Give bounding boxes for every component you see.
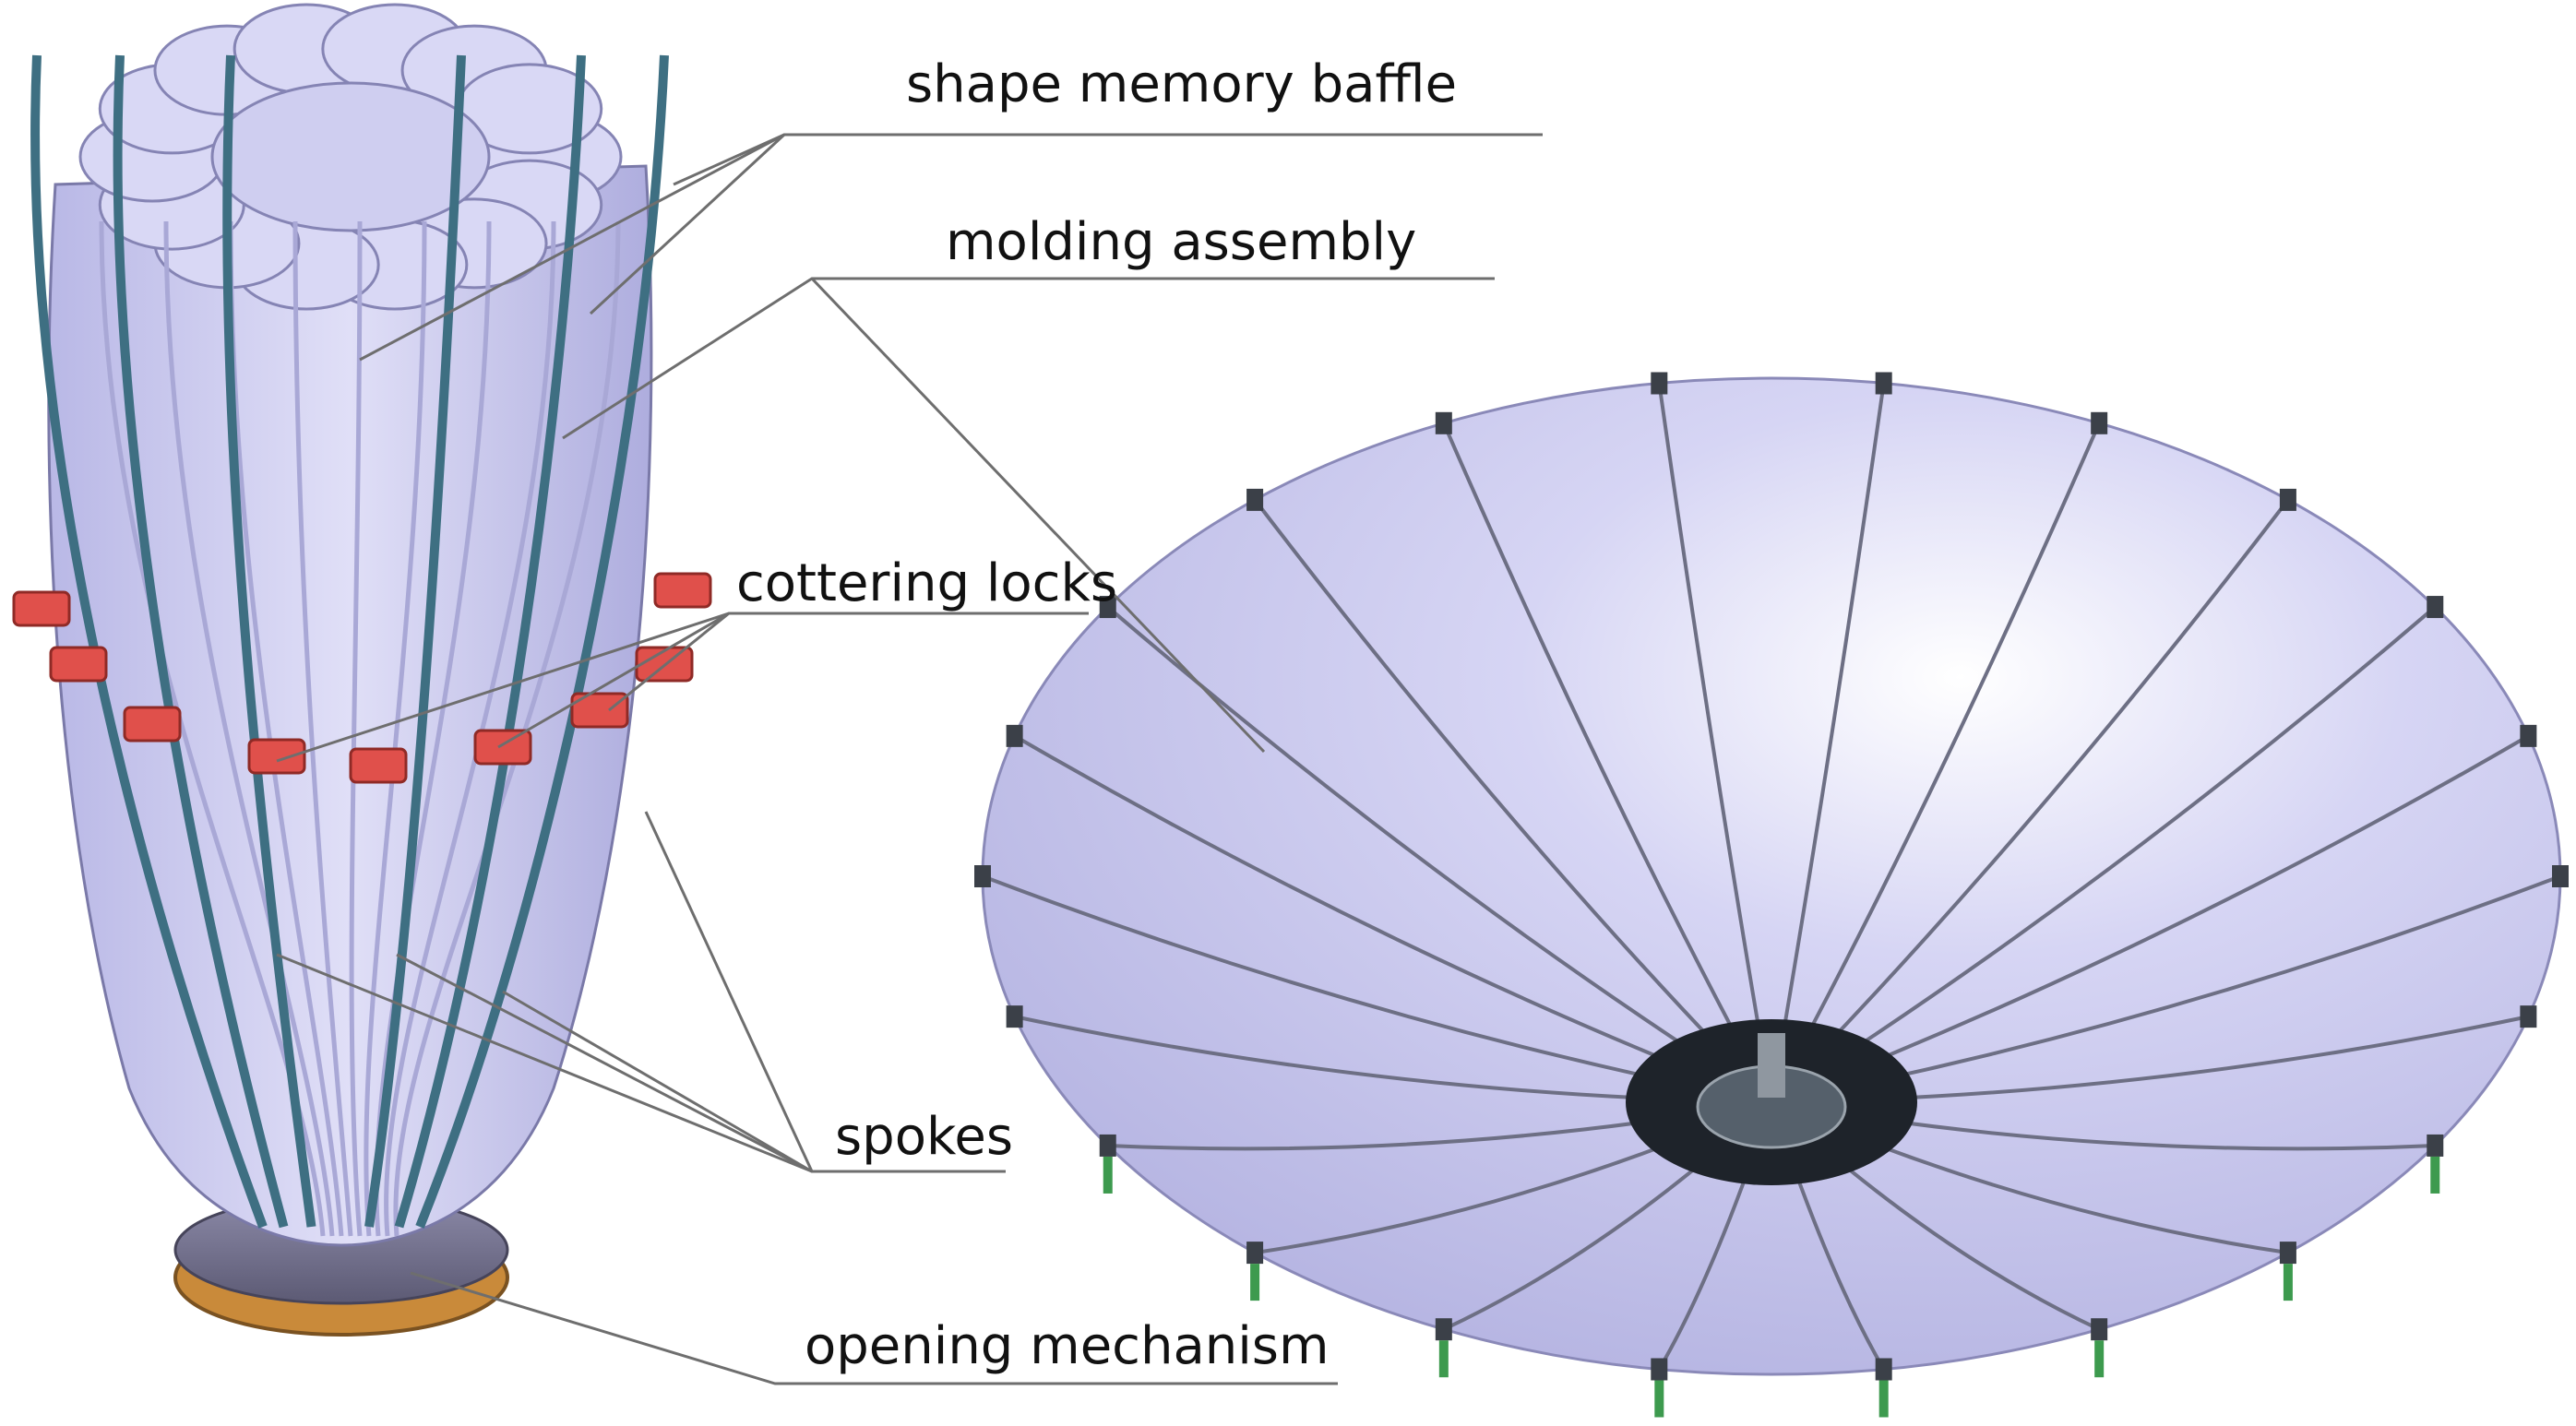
membrane-gore-line: [228, 220, 344, 1237]
reflector-rib: [1770, 498, 2290, 1104]
baffle-center: [210, 81, 491, 232]
rim-fitting: [1435, 411, 1452, 434]
leader-baffle-2: [673, 133, 785, 186]
rim-fitting: [1006, 724, 1023, 747]
deployed-reflector: [974, 372, 2569, 1418]
rim-fitting: [1099, 1134, 1116, 1157]
rim-fitting: [1006, 1005, 1023, 1028]
rim-foot: [1878, 1380, 1889, 1418]
rim-foot: [2283, 1264, 2293, 1301]
membrane-gore-line: [99, 220, 326, 1237]
cottering-lock: [349, 747, 408, 784]
rim-foot: [2430, 1156, 2440, 1194]
rim-fitting: [2091, 411, 2108, 434]
reflector-dish: [981, 376, 2562, 1376]
leader-baffle-3: [589, 133, 786, 315]
cottering-lock: [653, 572, 712, 609]
leader-molding: [562, 277, 1495, 440]
rim-fitting: [1435, 1318, 1452, 1341]
reflector-rib: [1770, 383, 1886, 1103]
hub-mast: [1758, 1033, 1785, 1098]
leader-molding-2: [810, 277, 1266, 754]
leader-lines: [276, 133, 1543, 1385]
baffle-top-lobes: [78, 3, 623, 311]
cottering-lock: [473, 729, 532, 766]
leader-spokes-4: [644, 811, 814, 1172]
membrane-gore-line: [163, 220, 335, 1237]
spoke-truss: [415, 54, 669, 1229]
label-spokes: spokes: [835, 1107, 1014, 1167]
leader-locks-3: [497, 612, 730, 749]
spoke-truss: [394, 54, 586, 1229]
rim-fitting: [2520, 724, 2537, 747]
label-shape-memory-baffle: shape memory baffle: [906, 54, 1458, 114]
leader-spokes-3: [502, 990, 813, 1173]
leader-mechanism: [410, 1271, 1338, 1385]
reflector-rib: [1770, 422, 2102, 1103]
reflector-rib: [1441, 422, 1773, 1103]
spoke-truss: [364, 54, 466, 1228]
cottering-lock: [570, 692, 629, 729]
label-cottering-locks: cottering locks: [736, 553, 1118, 613]
rim-fitting: [2520, 1005, 2537, 1028]
rim-fitting: [2427, 596, 2444, 619]
membrane-gore-line: [364, 220, 427, 1237]
rim-foot: [1103, 1156, 1113, 1194]
rim-fitting: [2552, 865, 2569, 887]
membrane-gore-line: [384, 220, 556, 1237]
reflector-rib: [1253, 498, 1773, 1104]
label-opening-mechanism: opening mechanism: [805, 1316, 1330, 1376]
spoke-truss: [222, 54, 316, 1228]
label-molding-assembly: molding assembly: [946, 212, 1417, 272]
leader-spokes-2: [396, 953, 813, 1173]
cottering-lock: [247, 738, 306, 775]
rim-fitting: [1099, 596, 1116, 619]
rim-fitting: [2279, 488, 2296, 511]
membrane-gore-line: [292, 220, 353, 1237]
cottering-lock: [49, 646, 108, 683]
rim-foot: [2094, 1340, 2105, 1378]
spoke-truss: [113, 54, 289, 1229]
cottering-lock: [12, 590, 71, 627]
rim-foot: [1438, 1340, 1449, 1378]
cottering-locks: [12, 572, 712, 784]
rim-fitting: [1875, 372, 1892, 395]
cottering-lock: [123, 706, 182, 743]
rim-fitting: [2091, 1318, 2108, 1341]
rim-fitting: [1651, 372, 1668, 395]
rim-foot: [1654, 1380, 1664, 1418]
rim-fitting: [1875, 1358, 1892, 1381]
rim-fitting: [1651, 1358, 1668, 1381]
rim-fitting: [1246, 1242, 1264, 1265]
reflector-rim-feet: [974, 372, 2569, 1418]
rim-foot: [1250, 1264, 1260, 1301]
rim-fitting: [974, 865, 991, 887]
rim-fitting: [2427, 1134, 2444, 1157]
leader-locks-2: [608, 612, 730, 712]
membrane-gore-line: [349, 220, 363, 1237]
rim-fitting: [2279, 1242, 2296, 1265]
rim-fitting: [1246, 488, 1264, 511]
stowed-antenna: [12, 3, 712, 1337]
reflector-rib: [1657, 383, 1773, 1103]
